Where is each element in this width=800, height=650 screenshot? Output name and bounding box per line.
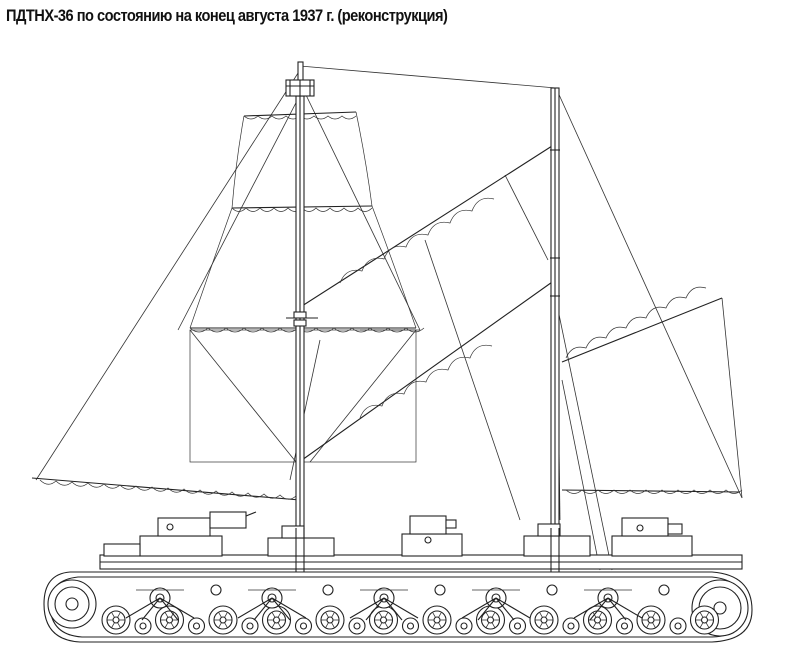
return-roller <box>546 584 558 596</box>
turret-front <box>103 511 257 557</box>
return-roller <box>210 584 222 596</box>
return-roller <box>322 584 334 596</box>
fore-square-sails <box>189 111 425 463</box>
small-wheel <box>294 617 313 635</box>
small-wheel <box>348 617 366 635</box>
road-wheel <box>582 605 613 635</box>
small-wheel <box>508 617 527 635</box>
road-wheel <box>422 605 452 635</box>
gaff-sail-lower <box>301 279 556 461</box>
small-wheel <box>134 617 152 635</box>
bogie <box>349 587 419 621</box>
drawing-title: ПДТНХ-36 по состоянию на конец августа 1… <box>6 6 448 25</box>
road-wheel <box>154 605 185 635</box>
road-wheel <box>475 605 506 635</box>
road-wheel <box>315 605 345 635</box>
bogie <box>461 587 531 621</box>
small-wheel <box>401 617 420 635</box>
fore-boom <box>31 477 301 501</box>
road-wheel <box>101 605 131 635</box>
bogie <box>125 587 195 621</box>
suspension-bogies <box>125 584 670 621</box>
return-roller <box>658 584 670 596</box>
small-wheel <box>615 617 634 635</box>
turret-rear <box>611 517 693 557</box>
road-wheel <box>208 605 238 635</box>
small-wheel <box>187 617 206 635</box>
gaff-sail-upper <box>301 145 553 307</box>
bogie <box>573 587 643 621</box>
small-wheel <box>241 617 259 635</box>
road-wheel <box>261 605 292 635</box>
small-wheel <box>455 617 473 635</box>
aft-boom <box>561 489 743 494</box>
small-wheel <box>562 617 580 635</box>
road-wheel <box>529 605 559 635</box>
turret-middle <box>401 515 463 557</box>
drive-sprocket <box>47 579 97 629</box>
return-roller <box>434 584 446 596</box>
aft-gaff-sail <box>561 286 723 363</box>
small-wheel <box>669 617 687 635</box>
road-wheel <box>689 605 720 635</box>
road-wheels <box>101 605 720 635</box>
aft-mast <box>550 87 560 529</box>
bogie <box>237 587 307 621</box>
rigging-lines <box>35 65 743 571</box>
road-wheel <box>636 605 666 635</box>
